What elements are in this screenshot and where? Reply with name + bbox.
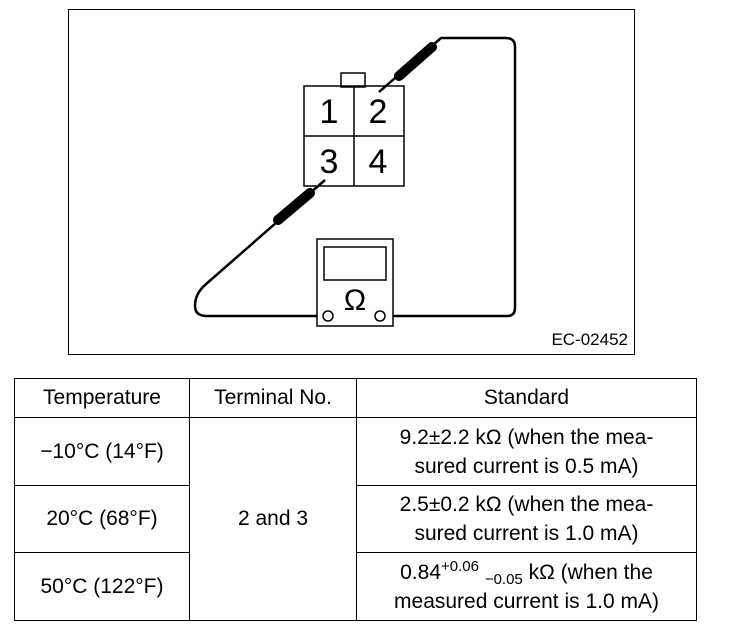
header-temperature: Temperature: [14, 378, 190, 418]
connector-latch: [340, 72, 366, 88]
standard-rest: kΩ (when the: [522, 560, 653, 584]
meter-terminal-right: [374, 310, 386, 322]
temperature-cell: 50°C (122°F): [14, 552, 190, 621]
meter-terminal-left: [322, 310, 334, 322]
standard-line2: sured current is 1.0 mA): [414, 522, 639, 545]
connector: 1 2 3 4: [303, 72, 405, 187]
standard-line2: measured current is 1.0 mA): [394, 589, 659, 613]
terminal-no-cell: 2 and 3: [189, 417, 357, 621]
temperature-cell: −10°C (14°F): [14, 417, 190, 486]
standard-cell: 9.2±2.2 kΩ (when the mea- sured current …: [356, 417, 697, 486]
probe-terminal-3: [273, 188, 315, 225]
table-row: −10°C (14°F) 2 and 3 9.2±2.2 kΩ (when th…: [14, 417, 697, 621]
header-terminal-no: Terminal No.: [189, 378, 357, 418]
standard-base: 0.84: [400, 560, 441, 584]
probe-terminal-2: [394, 42, 437, 81]
standard-cell: 0.84+0.06 −0.05 kΩ (when the measured cu…: [356, 552, 697, 621]
terminal-2-label: 2: [369, 93, 388, 131]
tolerance-lower: −0.05: [484, 570, 523, 588]
terminal-4-label: 4: [369, 143, 388, 181]
terminal-1-label: 1: [320, 93, 339, 131]
wiring-diagram: 1 2 3 4 Ω: [193, 36, 517, 327]
specification-table: Temperature Terminal No. Standard −10°C …: [14, 378, 697, 621]
table-row: 50°C (122°F) 0.84+0.06 −0.05 kΩ (when th…: [14, 552, 697, 621]
ohmmeter: Ω: [316, 238, 394, 327]
standard-line1: 9.2±2.2 kΩ (when the mea-: [399, 425, 654, 449]
header-standard: Standard: [356, 378, 697, 418]
terminal-3-label: 3: [320, 143, 339, 181]
standard-line1: 0.84+0.06 −0.05 kΩ (when the: [357, 558, 696, 587]
ohm-symbol: Ω: [344, 284, 366, 317]
table-header-row: Temperature Terminal No. Standard: [14, 378, 697, 418]
temperature-cell: 20°C (68°F): [14, 485, 190, 553]
ohmmeter-display: [323, 246, 387, 281]
figure-code: EC-02452: [551, 330, 628, 349]
table-row: 20°C (68°F) 2.5±0.2 kΩ (when the mea- su…: [14, 485, 697, 553]
lead-wire-terminal-2: [378, 36, 517, 318]
standard-line2: sured current is 0.5 mA): [414, 454, 639, 478]
tolerance-upper: +0.06: [441, 557, 479, 575]
standard-line1: 2.5±0.2 kΩ (when the mea-: [399, 493, 654, 516]
lead-wire-terminal-3: [193, 179, 326, 318]
standard-cell: 2.5±0.2 kΩ (when the mea- sured current …: [356, 485, 697, 553]
diagram-frame: 1 2 3 4 Ω EC-02452: [68, 9, 635, 355]
